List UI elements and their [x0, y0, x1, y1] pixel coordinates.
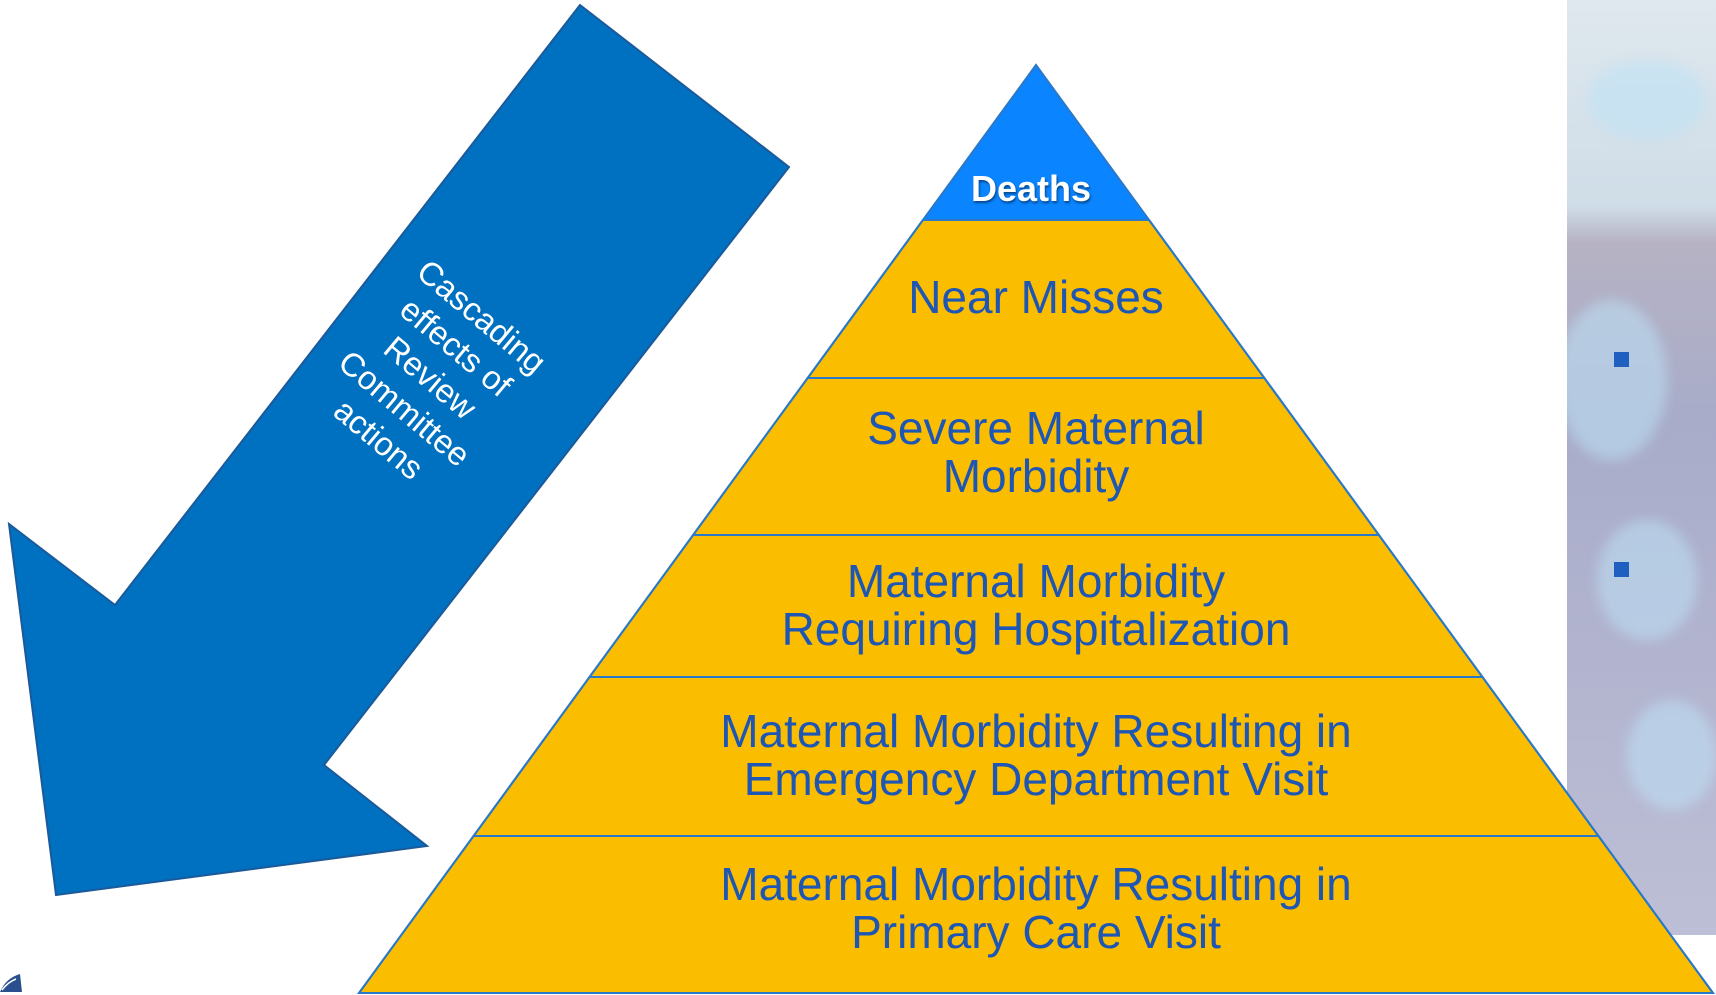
background-photo-panel [1567, 0, 1716, 935]
pyramid-layer-label: Near Misses [536, 273, 1536, 321]
cascade-arrow [7, 3, 791, 897]
apex-label-deaths: Deaths [970, 168, 1092, 209]
pyramid-layer-label-line: Requiring Hospitalization [781, 603, 1291, 655]
pyramid-layers [357, 63, 1715, 994]
pyramid-layer-label-line: Morbidity [942, 450, 1130, 502]
pyramid-layer-label-line: Maternal Morbidity Resulting in [720, 705, 1352, 757]
bullet-marker-1 [1614, 352, 1629, 367]
pyramid-layer-label-line: Primary Care Visit [851, 906, 1221, 958]
pyramid-layer-label-line: Emergency Department Visit [743, 753, 1329, 805]
pyramid-layer-label-line: Severe Maternal [867, 402, 1205, 454]
pyramid-layer-label-line: Maternal Morbidity [846, 555, 1226, 607]
bullet-marker-2 [1614, 562, 1629, 577]
pyramid-apex [922, 65, 1150, 220]
pyramid-outline [357, 63, 1715, 994]
agency-logo [0, 974, 22, 992]
pyramid-layer-label-line: Maternal Morbidity Resulting in [720, 858, 1352, 910]
pyramid-layer-label-line: Near Misses [908, 271, 1164, 323]
